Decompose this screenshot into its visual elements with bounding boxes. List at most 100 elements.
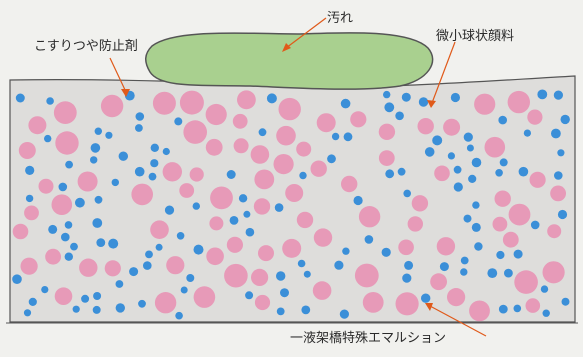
blue-particle (90, 156, 98, 164)
blue-particle (530, 220, 540, 230)
blue-particle (418, 97, 429, 107)
pink-particle (209, 216, 224, 231)
pink-particle (251, 268, 269, 286)
blue-particle (64, 252, 74, 261)
blue-particle (342, 247, 350, 255)
blue-particle (518, 166, 529, 177)
blue-particle (92, 218, 103, 228)
blue-particle (364, 235, 374, 244)
blue-particle (297, 259, 306, 268)
pink-particle (189, 167, 204, 182)
blue-particle (243, 210, 251, 218)
blue-particle (540, 285, 549, 293)
pink-particle (131, 183, 153, 206)
blue-particle (447, 152, 455, 160)
blue-particle (65, 160, 73, 169)
pink-particle (492, 216, 508, 232)
pink-particle (193, 286, 216, 308)
blue-particle (92, 305, 101, 314)
blue-particle (474, 242, 483, 251)
blue-particle (75, 197, 85, 208)
pink-particle (316, 113, 336, 133)
pink-particle (258, 245, 274, 262)
blue-particle (495, 169, 503, 177)
pink-particle (378, 123, 396, 140)
pink-particle (525, 298, 541, 313)
pink-particle (434, 165, 450, 182)
blue-particle (276, 307, 285, 316)
blue-particle (25, 165, 35, 175)
blue-particle (453, 182, 463, 192)
blue-particle (460, 256, 469, 265)
blue-particle (487, 268, 498, 278)
blue-particle (557, 149, 565, 157)
pink-particle (250, 145, 270, 164)
pink-particle (233, 138, 249, 154)
blue-particle (41, 286, 49, 294)
pink-particle (53, 101, 77, 124)
blue-particle (340, 98, 351, 109)
blue-particle (238, 194, 248, 203)
fine-pigment-leader (431, 41, 456, 104)
blue-particle (402, 273, 412, 283)
pink-particle (296, 211, 314, 229)
pink-particle (205, 138, 223, 156)
blue-particle (542, 309, 550, 317)
blue-particle (403, 189, 412, 198)
pink-particle (55, 131, 79, 155)
blue-particle (94, 127, 103, 135)
blue-particle (513, 249, 523, 259)
blue-particle (192, 202, 200, 210)
blue-particle (90, 143, 101, 153)
blue-particle (135, 112, 145, 121)
pink-particle (77, 171, 98, 192)
pink-particle (358, 206, 381, 228)
blue-particle (164, 205, 175, 215)
stain-arrowhead (282, 43, 291, 52)
blue-particle (96, 238, 106, 248)
pink-particle (474, 93, 496, 115)
pink-particle (104, 260, 121, 277)
blue-particle (115, 303, 126, 313)
pink-particle (183, 120, 207, 144)
pink-particle (154, 292, 177, 314)
blue-particle (471, 222, 481, 232)
blue-particle (381, 247, 391, 257)
pink-particle (254, 294, 271, 311)
pink-particle (514, 270, 538, 294)
pink-particle (378, 150, 395, 167)
blue-particle (523, 129, 532, 137)
pink-particle (447, 288, 466, 307)
blue-particle (334, 260, 344, 270)
blue-particle (554, 171, 563, 180)
pink-particle (443, 118, 461, 136)
pink-particle (362, 292, 384, 313)
blue-particle (70, 242, 78, 251)
pink-particle (24, 205, 39, 221)
blue-particle (421, 293, 431, 303)
pink-particle (529, 171, 546, 188)
blue-particle (58, 182, 68, 192)
blue-particle (28, 297, 37, 306)
pink-particle (18, 142, 36, 159)
pink-particle (354, 263, 379, 288)
stain-leader (285, 17, 327, 49)
pink-particle (527, 109, 543, 125)
blue-particle (15, 93, 25, 103)
pink-particle (350, 111, 367, 128)
pink-particle (550, 185, 566, 202)
blue-particle (557, 209, 568, 220)
blue-particle (143, 261, 152, 270)
blue-particle (439, 262, 449, 272)
blue-particle (150, 159, 159, 168)
pink-particle (254, 169, 275, 190)
pink-particle (417, 118, 434, 135)
blue-particle (299, 171, 307, 180)
pink-particle (232, 113, 248, 129)
blue-particle (118, 151, 128, 161)
blue-particle (397, 167, 406, 176)
stain-blob (145, 31, 434, 90)
arrow-heads (121, 43, 436, 311)
pink-particle (484, 136, 506, 158)
